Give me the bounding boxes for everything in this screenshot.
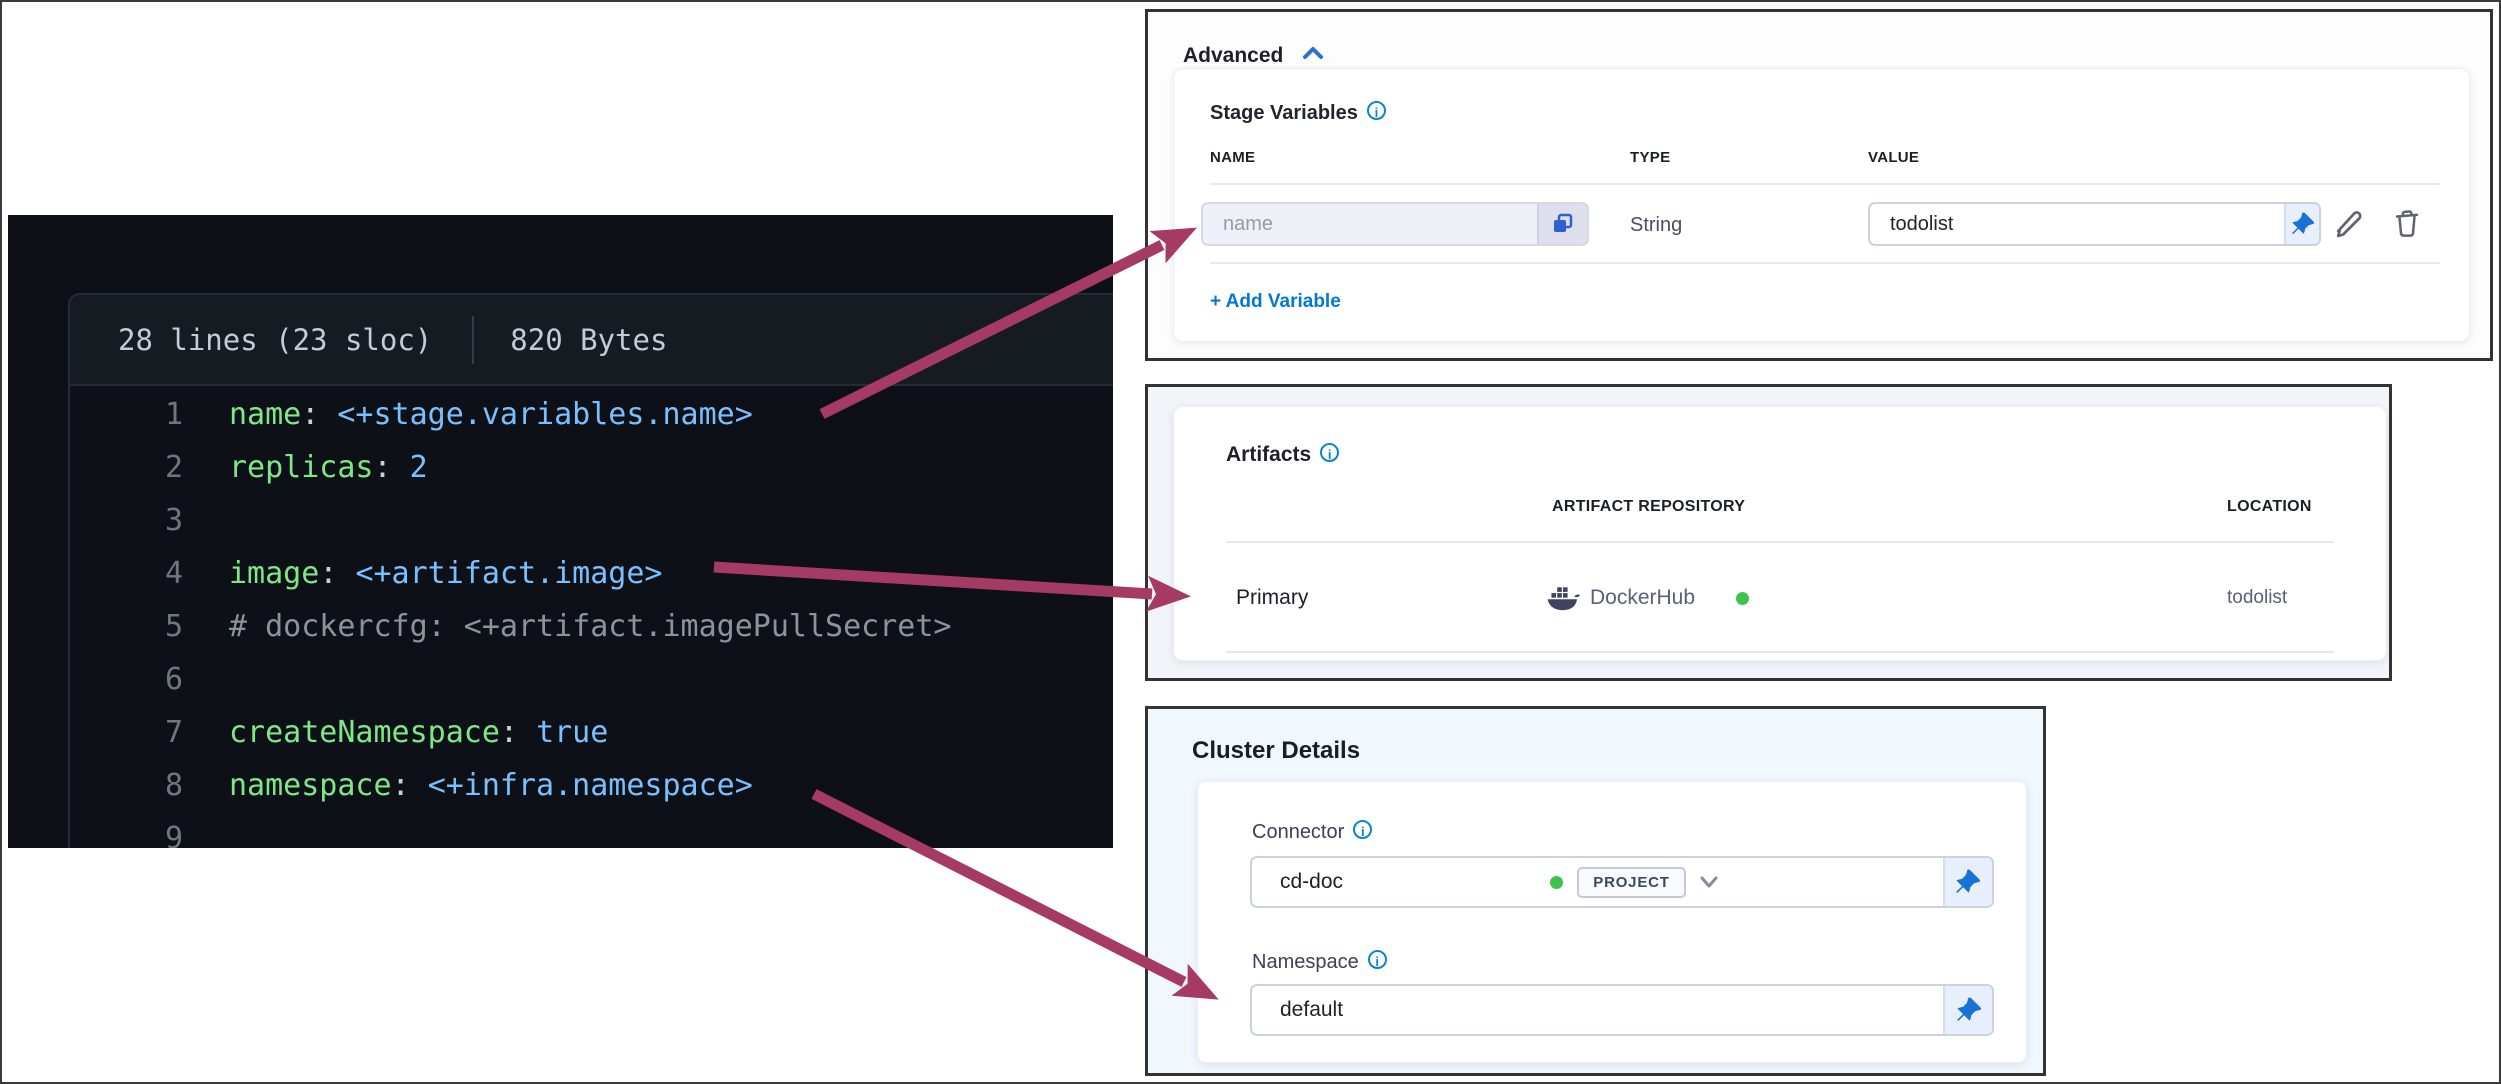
connector-status-dot [1550, 875, 1564, 889]
info-icon[interactable]: i [1367, 950, 1387, 969]
info-icon[interactable]: i [1320, 443, 1340, 462]
file-lines-info: 28 lines (23 sloc) [118, 322, 433, 357]
trash-icon [2395, 210, 2419, 237]
delete-variable-button[interactable] [2392, 209, 2424, 241]
copy-button[interactable] [1537, 204, 1587, 244]
pin-button[interactable] [1942, 858, 1992, 906]
pin-icon [1956, 997, 1981, 1022]
advanced-title: Advanced [1183, 44, 1284, 67]
status-dot [1736, 592, 1749, 605]
cluster-details-title: Cluster Details [1192, 737, 1361, 764]
connector-value: cd-doc [1280, 870, 1344, 893]
namespace-value: default [1280, 998, 1344, 1021]
column-header-name: NAME [1210, 149, 1256, 166]
file-header: 28 lines (23 sloc) 820 Bytes [68, 293, 1113, 386]
info-icon[interactable]: i [1353, 820, 1373, 839]
code-line: 3 [164, 503, 183, 538]
connector-input[interactable]: cd-doc PROJECT [1250, 856, 1994, 908]
variable-name-field[interactable] [1203, 211, 1537, 237]
variable-name-input[interactable] [1201, 202, 1589, 246]
add-variable-button[interactable]: + Add Variable [1210, 291, 1341, 312]
artifact-row-label: Primary [1236, 586, 1309, 609]
code-line: 9 [164, 821, 183, 848]
pin-icon [1956, 869, 1981, 894]
column-header-type: TYPE [1630, 149, 1671, 166]
scope-tag: PROJECT [1577, 866, 1686, 898]
pin-icon [2291, 212, 2314, 235]
divider [1210, 262, 2440, 264]
edit-variable-button[interactable] [2334, 209, 2366, 241]
divider [1226, 541, 2334, 543]
column-header-value: VALUE [1868, 149, 1920, 166]
variable-value-input[interactable] [1868, 202, 2321, 246]
header-divider [472, 315, 475, 364]
chevron-down-icon[interactable] [1698, 874, 1720, 890]
code-line: 6 [164, 662, 183, 697]
divider [1226, 651, 2334, 653]
pin-button[interactable] [2284, 204, 2319, 244]
docker-whale-icon [1546, 583, 1580, 613]
pin-button[interactable] [1943, 986, 1992, 1034]
chevron-up-icon[interactable] [1301, 44, 1325, 62]
divider [1210, 183, 2440, 185]
code-line: 5# dockercfg: <+artifact.imagePullSecret… [164, 609, 952, 644]
column-header-artifact-repository: ARTIFACT REPOSITORY [1552, 498, 1746, 515]
pencil-icon [2336, 211, 2362, 238]
variable-value-field[interactable] [1870, 211, 2284, 237]
column-header-location: LOCATION [2227, 498, 2312, 515]
advanced-section-toggle[interactable]: Advanced [1183, 44, 1325, 68]
namespace-input[interactable]: default [1250, 984, 1994, 1036]
artifact-repository-link[interactable]: DockerHub [1590, 586, 1696, 609]
info-icon[interactable]: i [1366, 101, 1386, 120]
variable-type: String [1630, 214, 1683, 236]
artifact-location: todolist [2227, 587, 2288, 608]
file-size-info: 820 Bytes [510, 322, 668, 357]
copy-icon [1554, 213, 1573, 232]
